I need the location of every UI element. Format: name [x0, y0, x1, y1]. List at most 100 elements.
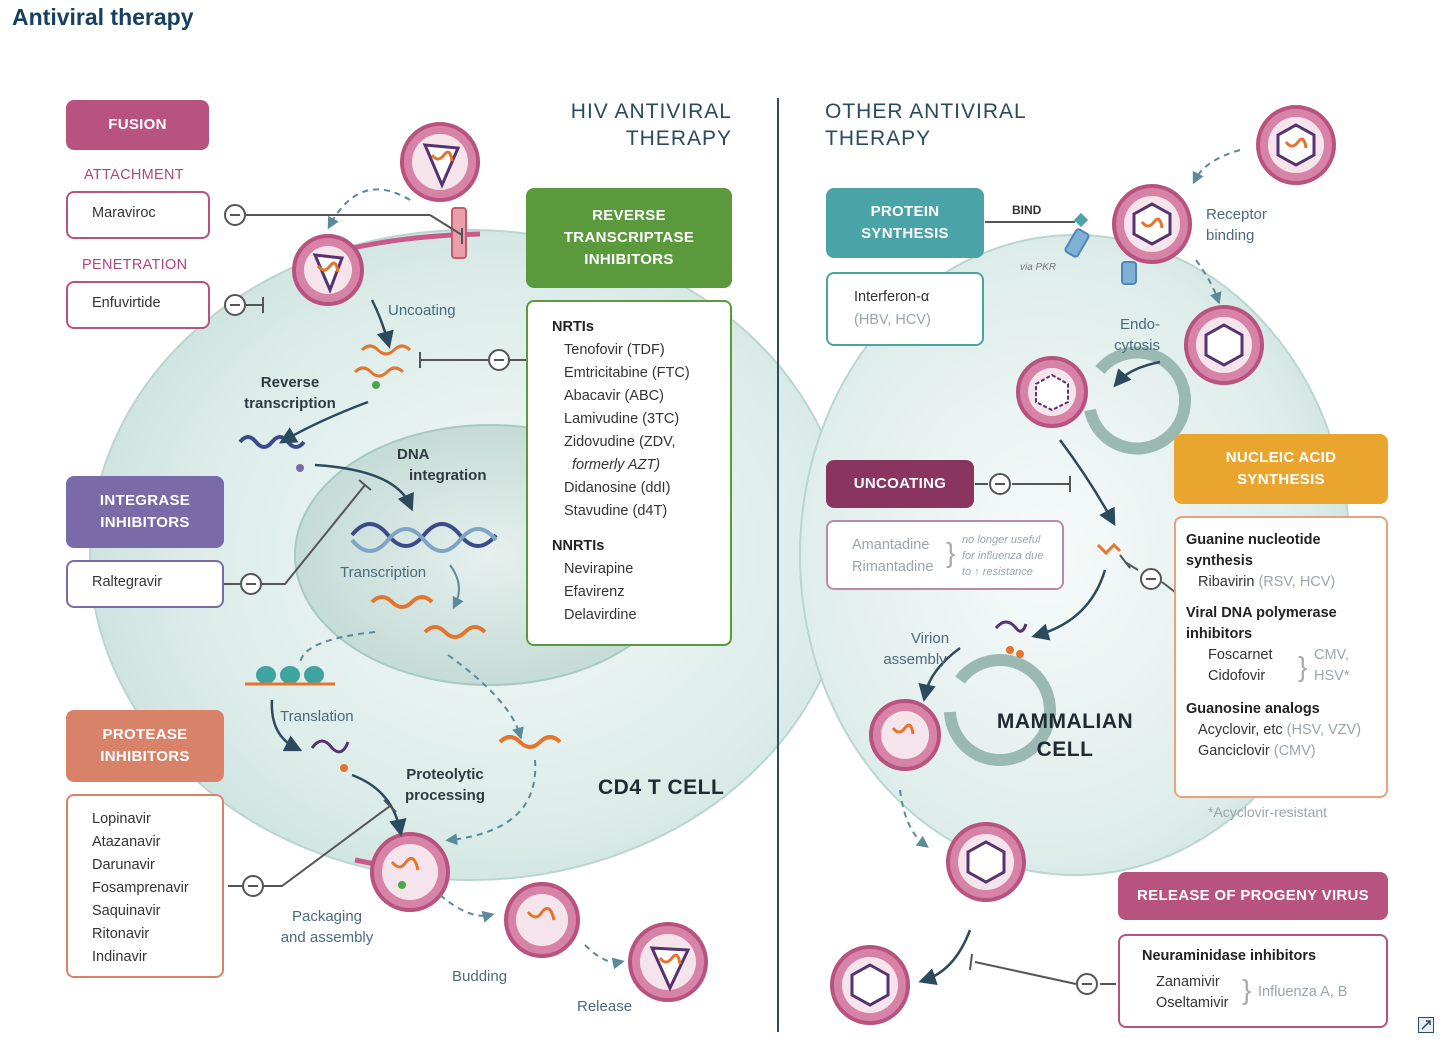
raltegravir-label: Raltegravir	[92, 574, 163, 590]
virion-assembly-label: Virion assembly	[860, 628, 970, 670]
cd4-t-cell-label: CD4 T CELL	[598, 776, 725, 799]
guanosine-label: Guanosine analogs	[1186, 701, 1320, 717]
hiv-title-line1: HIV ANTIVIRAL	[570, 100, 732, 123]
amantadine-note-line1: no longer useful	[962, 534, 1041, 546]
rimantadine-label: Rimantadine	[852, 559, 934, 575]
via-pkr-label: via PKR	[1020, 262, 1057, 273]
nrti-item: Zidovudine (ZDV,	[564, 434, 676, 450]
influenza-note: Influenza A, B	[1258, 984, 1348, 1000]
virus-released	[830, 945, 910, 1025]
receptor-line1: Receptor	[1206, 206, 1267, 223]
nucleic-acid-header: NUCLEIC ACID SYNTHESIS	[1174, 434, 1388, 504]
packaging-label: Packaging and assembly	[262, 906, 392, 948]
nucleic-header-line1: NUCLEIC ACID	[1225, 449, 1337, 466]
rti-header-line2: TRANSCRIPTASE	[563, 229, 695, 246]
rti-inhibitor-icon	[488, 349, 510, 371]
rt-line1: Reverse	[260, 374, 320, 391]
nrti-item: Stavudine (d4T)	[564, 503, 668, 519]
enfuvirtide-inhibitor-icon	[224, 294, 246, 316]
ribavirin-note: (RSV, HCV)	[1258, 574, 1336, 590]
release-header-label: RELEASE OF PROGENY VIRUS	[1137, 887, 1369, 904]
rti-header-line3: INHIBITORS	[584, 251, 674, 268]
hiv-virion-budding	[504, 882, 580, 958]
protease-header: PROTEASE INHIBITORS	[66, 710, 224, 782]
release-progeny-header: RELEASE OF PROGENY VIRUS	[1118, 872, 1388, 920]
interferon-label: Interferon-α	[854, 289, 930, 305]
rti-drug-box: NRTIs Tenofovir (TDF) Emtricitabine (FTC…	[526, 300, 732, 646]
dna-integration-label: DNA integration	[385, 444, 515, 486]
hiv-virion-packaging	[370, 832, 450, 912]
amantadine-box: Amantadine Rimantadine } no longer usefu…	[826, 520, 1064, 590]
foscarnet-label: Foscarnet	[1208, 647, 1273, 663]
virion-assembly-vesicle	[869, 654, 1056, 771]
receptor-line2: binding	[1206, 227, 1255, 244]
dna-line1: DNA	[397, 446, 430, 463]
protease-header-line2: INHIBITORS	[100, 748, 190, 765]
nnrti-label: NNRTIs	[552, 538, 605, 554]
receptor-binding-label: Receptor binding	[1206, 204, 1267, 246]
bind-label: BIND	[1012, 203, 1042, 217]
protease-item: Saquinavir	[92, 903, 161, 919]
expand-icon[interactable]	[1418, 1017, 1434, 1033]
virus-binding	[1112, 184, 1192, 264]
interferon-box: Interferon-α (HBV, HCV)	[826, 272, 984, 346]
amantadine-note-line2: for influenza due	[962, 550, 1044, 562]
nucleic-drug-box: Guanine nucleotide synthesis Ribavirin (…	[1174, 516, 1388, 798]
zanamivir-label: Zanamivir	[1156, 974, 1220, 990]
acyclovir-label: Acyclovir, etc	[1198, 722, 1283, 738]
release-label: Release	[577, 998, 633, 1015]
protein-header-line1: PROTEIN	[870, 203, 940, 220]
protease-drug-box: Lopinavir Atazanavir Darunavir Fosampren…	[66, 794, 224, 978]
hiv-virion-entering	[292, 234, 364, 306]
nrti-item: Emtricitabine (FTC)	[564, 365, 690, 381]
protease-item: Fosamprenavir	[92, 880, 189, 896]
nrti-item: Lamivudine (3TC)	[564, 411, 680, 427]
protease-inhibitor-icon	[242, 875, 264, 897]
release-inhibitor-icon	[1076, 973, 1098, 995]
mammalian-line2: CELL	[1036, 738, 1094, 761]
other-title-line2: THERAPY	[825, 127, 932, 150]
neuraminidase-label: Neuraminidase inhibitors	[1142, 948, 1317, 964]
nrti-formerly-note: formerly AZT)	[572, 457, 661, 473]
protease-item: Indinavir	[92, 949, 147, 965]
uncoating-header-label: UNCOATING	[853, 475, 947, 492]
ganciclovir-note: (CMV)	[1273, 743, 1316, 759]
raltegravir-inhibitor-icon	[240, 573, 262, 595]
virus-endocytosis	[1184, 305, 1264, 385]
page-title: Antiviral therapy	[12, 4, 194, 30]
proteolytic-line2: processing	[404, 787, 486, 804]
uncoating-header: UNCOATING	[826, 460, 974, 508]
amantadine-label: Amantadine	[852, 537, 930, 553]
neuraminidase-box: Neuraminidase inhibitors Zanamivir Oselt…	[1118, 934, 1388, 1028]
hiv-title-line2: THERAPY	[625, 127, 732, 150]
raltegravir-box: Raltegravir	[66, 560, 224, 608]
protease-item: Lopinavir	[92, 811, 151, 827]
packaging-line2: and assembly	[280, 929, 374, 946]
packaging-line1: Packaging	[291, 908, 363, 925]
nnrti-item: Efavirenz	[564, 584, 625, 600]
nnrti-item: Delavirdine	[564, 607, 637, 623]
nrti-label: NRTIs	[552, 319, 594, 335]
virion-line2: assembly	[883, 651, 947, 668]
protein-header-line2: SYNTHESIS	[861, 225, 949, 242]
attachment-label: ATTACHMENT	[84, 167, 184, 183]
oseltamivir-label: Oseltamivir	[1156, 995, 1229, 1011]
ganciclovir-label: Ganciclovir	[1198, 743, 1270, 759]
rti-header: REVERSE TRANSCRIPTASE INHIBITORS	[526, 188, 732, 288]
guanine-label-line1: Guanine nucleotide	[1186, 532, 1321, 548]
interferon-note: (HBV, HCV)	[854, 312, 931, 328]
virus-progeny-membrane	[946, 822, 1026, 902]
endosome	[1016, 346, 1191, 455]
rt-line2: transcription	[244, 395, 336, 412]
other-section-title: OTHER ANTIVIRAL THERAPY	[825, 98, 1055, 152]
dna-line2: integration	[409, 467, 487, 484]
endocytosis-label: Endo- cytosis	[1090, 314, 1160, 356]
proteolytic-line1: Proteolytic	[406, 766, 484, 783]
protease-item: Ritonavir	[92, 926, 150, 942]
budding-label: Budding	[452, 968, 508, 985]
brace-icon: }	[1298, 651, 1308, 682]
hiv-section-title: HIV ANTIVIRAL THERAPY	[540, 98, 732, 152]
ribavirin-label: Ribavirin	[1198, 574, 1255, 590]
maraviroc-inhibitor-icon	[224, 204, 246, 226]
transcription-label: Transcription	[340, 564, 427, 581]
